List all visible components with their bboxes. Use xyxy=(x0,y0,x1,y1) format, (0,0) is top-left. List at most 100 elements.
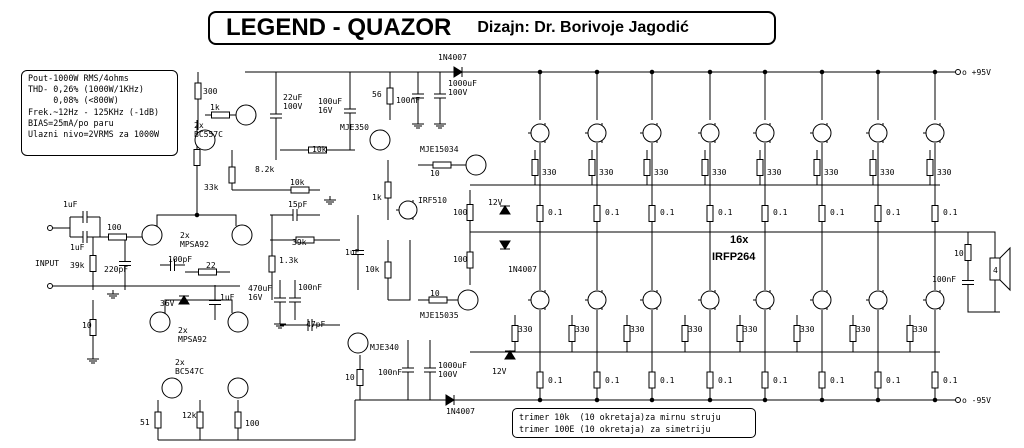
junction xyxy=(932,69,938,75)
resistor xyxy=(818,205,826,222)
resistor xyxy=(643,159,651,176)
resistor xyxy=(154,411,162,429)
resistor xyxy=(761,371,769,389)
c-1000u-top-label: 100V xyxy=(448,88,467,97)
resistor-label: 330 xyxy=(630,325,645,334)
capacitor-label: 16V xyxy=(248,293,263,302)
capacitor-label: 1uF xyxy=(220,293,235,302)
resistor xyxy=(386,87,394,105)
mje15034-label: MJE15034 xyxy=(420,145,459,154)
bc547c-transistor xyxy=(161,377,183,399)
resistor-label: 0.1 xyxy=(830,376,845,385)
rail-negative-label: o -95V xyxy=(962,396,991,405)
resistor xyxy=(593,371,601,389)
mpsa92-label: 2x xyxy=(178,326,188,335)
mje15035-transistor xyxy=(457,289,479,311)
resistor xyxy=(194,82,202,100)
resistor-label: 0.1 xyxy=(605,208,620,217)
mpsa92-label: MPSA92 xyxy=(178,335,207,344)
diode xyxy=(504,350,516,360)
spec-box: Pout-1000W RMS/4ohms THD- 0,26% (1000W/1… xyxy=(21,70,178,156)
resistor xyxy=(89,319,97,336)
resistor xyxy=(290,186,310,194)
resistor-label: 100 xyxy=(453,255,468,264)
resistor-label: 330 xyxy=(856,325,871,334)
capacitor-label: 47pF xyxy=(306,320,325,329)
title-main: LEGEND - QUAZOR xyxy=(226,14,452,41)
resistor xyxy=(89,255,97,272)
spec-line: Pout-1000W RMS/4ohms xyxy=(28,73,129,83)
resistor xyxy=(926,159,934,176)
bc547c-label: 2x xyxy=(175,358,185,367)
wire xyxy=(164,299,233,313)
resistor-label: 0.1 xyxy=(718,208,733,217)
capacitor-label: 1uF xyxy=(63,200,78,209)
diode xyxy=(499,240,511,250)
resistor-label: 0.1 xyxy=(773,208,788,217)
resistor xyxy=(736,325,744,342)
irfp264-mosfet xyxy=(868,123,888,143)
resistor-label: 1k xyxy=(210,103,220,112)
resistor xyxy=(593,205,601,222)
resistor-label: 300 xyxy=(203,87,218,96)
capacitor-label: 15pF xyxy=(288,200,307,209)
capacitor-label: 100pF xyxy=(168,255,192,264)
title-box: LEGEND - QUAZOR Dizajn: Dr. Borivoje Jag… xyxy=(208,11,776,45)
resistor-label: 10 xyxy=(430,289,440,298)
mpsa92-label: MPSA92 xyxy=(180,240,209,249)
resistor-label: 330 xyxy=(599,168,614,177)
c-1000u-bot-label: 1000uF xyxy=(438,361,467,370)
mje15034-transistor xyxy=(465,154,487,176)
resistor xyxy=(813,159,821,176)
resistor xyxy=(193,149,201,166)
irfp264-mosfet xyxy=(925,123,945,143)
resistor xyxy=(531,159,539,176)
resistor xyxy=(681,325,689,342)
bc547c-label: BC547C xyxy=(175,367,204,376)
spec-line: Frek.~12Hz - 125KHz (-1dB) xyxy=(28,106,160,117)
resistor-label: 100 xyxy=(245,419,260,428)
irfp264-mosfet xyxy=(812,290,832,310)
resistor xyxy=(228,166,236,184)
resistor-label: 330 xyxy=(743,325,758,334)
resistor xyxy=(849,325,857,342)
resistor xyxy=(623,325,631,342)
mje350-transistor xyxy=(369,129,391,151)
diode xyxy=(178,295,190,305)
resistor xyxy=(511,325,519,342)
resistor-label: 330 xyxy=(654,168,669,177)
bc557c-label: BC557C xyxy=(194,130,223,139)
resistor-label: 10 xyxy=(954,249,964,258)
irfp264-mosfet xyxy=(530,290,550,310)
junction xyxy=(707,397,713,403)
capacitor-label: 100nF xyxy=(298,283,322,292)
components xyxy=(47,66,1011,429)
resistor-label: 330 xyxy=(518,325,533,334)
capacitor-label: 100V xyxy=(283,102,302,111)
resistor-label: 0.1 xyxy=(943,208,958,217)
junction xyxy=(649,397,655,403)
rail-terminal xyxy=(955,397,961,403)
rail-positive-label: o +95V xyxy=(962,68,991,77)
resistor xyxy=(793,325,801,342)
resistor xyxy=(211,111,230,119)
resistor-label: 330 xyxy=(767,168,782,177)
resistor-label: 56 xyxy=(372,90,382,99)
resistor-label: 330 xyxy=(913,325,928,334)
designer-credit: Dizajn: Dr. Borivoje Jagodić xyxy=(477,19,689,36)
mpsa92-transistor xyxy=(231,224,253,246)
wire xyxy=(980,231,996,258)
resistor-label: 1k xyxy=(372,193,382,202)
junction xyxy=(819,397,825,403)
junction xyxy=(537,397,543,403)
resistor xyxy=(706,205,714,222)
resistor xyxy=(432,161,452,169)
resistor-label: 330 xyxy=(688,325,703,334)
resistor xyxy=(648,205,656,222)
mje350-label: MJE350 xyxy=(340,123,369,132)
capacitor-label: 1uF xyxy=(345,248,360,257)
resistor xyxy=(295,236,315,244)
resistor-label: 330 xyxy=(800,325,815,334)
resistor xyxy=(756,159,764,176)
mje340-label: MJE340 xyxy=(370,343,399,352)
